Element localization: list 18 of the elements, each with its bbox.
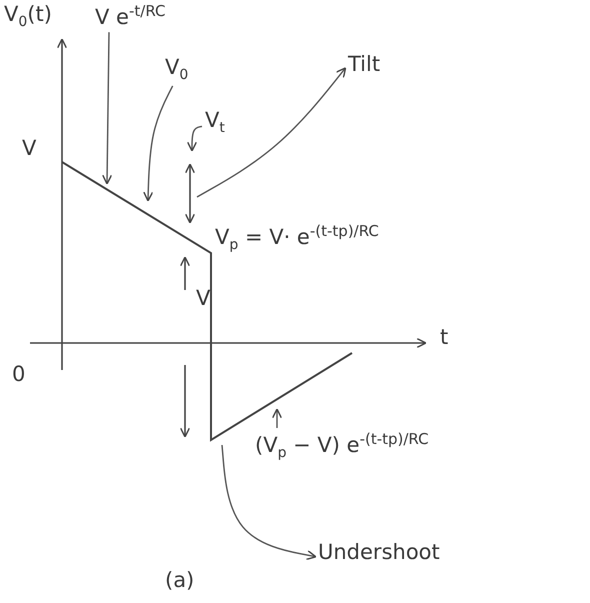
formula-label: V$_{p}$ = V· e$^{-(t-tp)/RC}$ — [215, 222, 379, 254]
axis-label: t — [440, 325, 448, 350]
figure-label: (a) — [165, 568, 194, 594]
annotation-text: V$_{0}$ — [165, 55, 188, 84]
leader-line — [196, 67, 346, 198]
leader-line — [102, 32, 112, 185]
formula-label: V — [196, 286, 210, 312]
annotation-text: Tilt — [348, 52, 380, 78]
axis-label: 0 — [12, 362, 26, 388]
formula-label: V — [22, 136, 36, 162]
leader-line — [272, 408, 282, 428]
annotation-text: V$_{t}$ — [205, 108, 225, 137]
formula-label: V$_{0}$(t) — [4, 2, 52, 31]
leader-line — [143, 86, 174, 202]
annotation-text: V e$^{-t/RC}$ — [95, 2, 166, 30]
annotation-text: (V$_{p}$ − V) e$^{-(t-tp)/RC}$ — [255, 430, 429, 462]
annotation-text: Undershoot — [318, 540, 440, 566]
leader-line — [221, 444, 317, 560]
